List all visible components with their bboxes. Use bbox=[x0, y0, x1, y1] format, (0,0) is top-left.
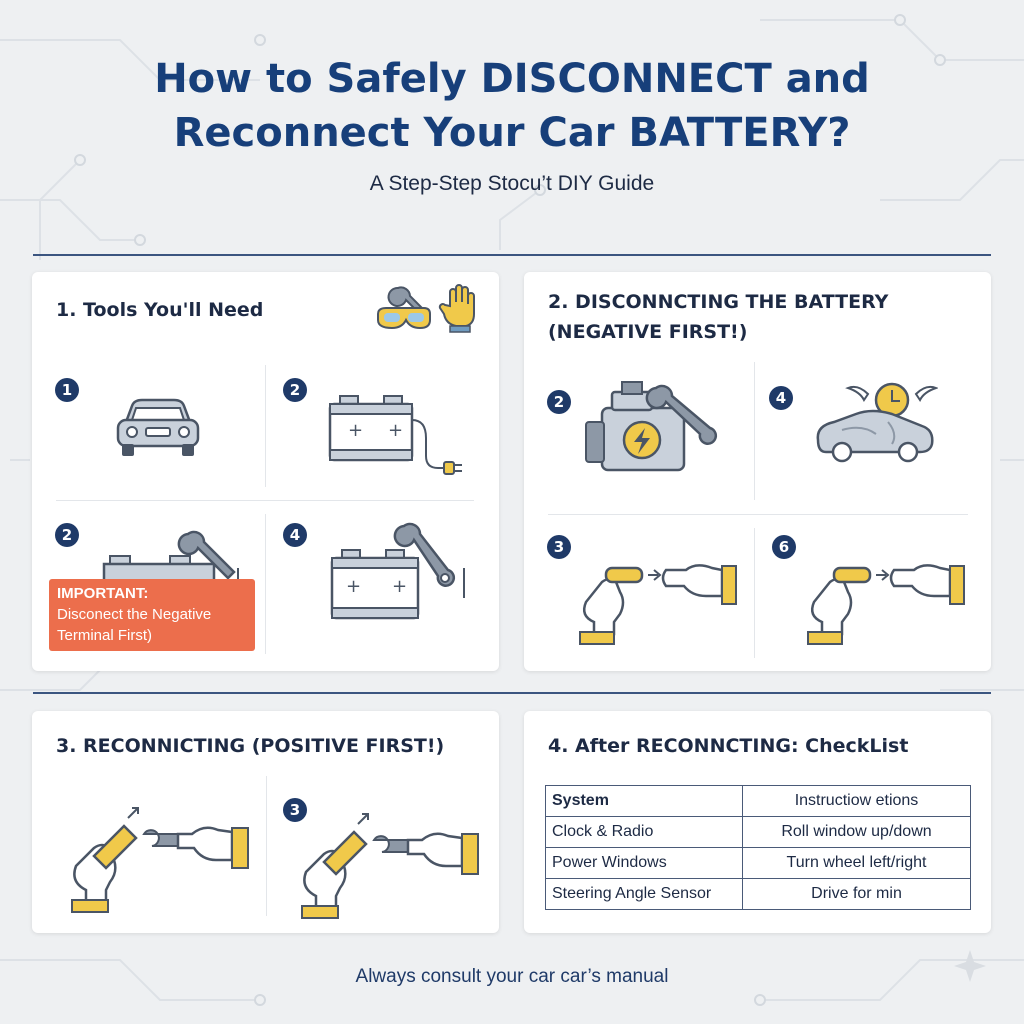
hands-wrench-icon bbox=[301, 813, 479, 919]
step-badge: 6 bbox=[772, 535, 796, 559]
table-header-row: System Instructiow etions bbox=[545, 785, 971, 817]
table-cell-system: Clock & Radio bbox=[545, 816, 743, 848]
step-badge: 3 bbox=[283, 798, 307, 822]
column-header-system: System bbox=[545, 785, 743, 817]
covered-car-clock-icon bbox=[816, 382, 938, 463]
svg-text:+: + bbox=[348, 420, 363, 441]
disconnect-vdivider-bottom bbox=[754, 528, 755, 658]
tools-title: 1. Tools You'll Need bbox=[56, 299, 264, 321]
card-reconnect bbox=[32, 711, 499, 933]
tools-header-icons bbox=[377, 284, 475, 333]
tools-hdivider bbox=[56, 500, 474, 501]
sparkle-icon bbox=[954, 950, 986, 982]
disconnect-vdivider-top bbox=[754, 362, 755, 500]
step-badge: 2 bbox=[283, 378, 307, 402]
table-row: Clock & Radio Roll window up/down bbox=[545, 816, 971, 848]
disconnect-hdivider bbox=[548, 514, 968, 515]
column-header-instructions: Instructiow etions bbox=[742, 785, 971, 817]
engine-wrench-icon bbox=[585, 381, 717, 472]
checklist-table: System Instructiow etions Clock & Radio … bbox=[545, 785, 971, 910]
title-line-1: How to Safely DISCONNECT and bbox=[154, 56, 870, 102]
safety-goggles-icon bbox=[377, 307, 431, 330]
page-subtitle: A Step-Step Stocu’t DIY Guide bbox=[369, 172, 655, 195]
reconnect-vdivider bbox=[266, 776, 267, 916]
divider-top bbox=[33, 254, 991, 256]
step-badge: 2 bbox=[547, 390, 571, 414]
disconnect-title-line-2: (NEGATIVE FIRST!) bbox=[548, 321, 748, 343]
svg-text:+: + bbox=[388, 420, 403, 441]
battery-wrench-icon: + + bbox=[330, 522, 465, 620]
important-line-1: Disconect the Negative bbox=[57, 606, 212, 623]
page-title: How to Safely DISCONNECT and Reconnect Y… bbox=[0, 52, 1024, 160]
table-cell-instruction: Turn wheel left/right bbox=[742, 847, 971, 879]
table-cell-instruction: Roll window up/down bbox=[742, 816, 971, 848]
step-badge: 1 bbox=[55, 378, 79, 402]
table-row: Power Windows Turn wheel left/right bbox=[545, 847, 971, 879]
step-badge: 4 bbox=[283, 523, 307, 547]
step-badge: 3 bbox=[547, 535, 571, 559]
reconnect-title: 3. RECONNICTING (POSITIVE FIRST!) bbox=[56, 735, 445, 757]
important-heading: IMPORTANT: bbox=[57, 585, 149, 602]
checklist-title: 4. After RECONNCTING: CheckList bbox=[548, 735, 909, 757]
hands-terminal-icon bbox=[807, 564, 965, 645]
table-row: Steering Angle Sensor Drive for min bbox=[545, 878, 971, 910]
hands-terminal-icon bbox=[579, 564, 737, 645]
step-badge: 4 bbox=[769, 386, 793, 410]
table-cell-instruction: Drive for min bbox=[742, 878, 971, 910]
svg-text:+: + bbox=[346, 576, 361, 597]
svg-text:+: + bbox=[392, 576, 407, 597]
important-notice: IMPORTANT: Disconect the Negative Termin… bbox=[49, 579, 255, 651]
hands-wrench-icon bbox=[71, 807, 249, 913]
footer-note: Always consult your car car’s manual bbox=[355, 966, 669, 987]
car-icon bbox=[116, 398, 200, 456]
disconnect-title-line-1: 2. DISCONNCTING THE BATTERY bbox=[548, 291, 889, 313]
title-line-2: Reconnect Your Car BATTERY? bbox=[173, 110, 851, 156]
battery-wrench-icon bbox=[102, 530, 239, 586]
table-cell-system: Power Windows bbox=[545, 847, 743, 879]
step-badge: 2 bbox=[55, 523, 79, 547]
tools-vdivider-bottom bbox=[265, 514, 266, 654]
table-cell-system: Steering Angle Sensor bbox=[545, 878, 743, 910]
important-line-2: Terminal First) bbox=[57, 627, 153, 644]
glove-icon bbox=[438, 284, 475, 333]
tools-vdivider-top bbox=[265, 365, 266, 487]
disconnect-title: 2. DISCONNCTING THE BATTERY (NEGATIVE FI… bbox=[548, 287, 888, 347]
battery-with-cable-icon: + + bbox=[328, 395, 462, 475]
divider-middle bbox=[33, 692, 991, 694]
